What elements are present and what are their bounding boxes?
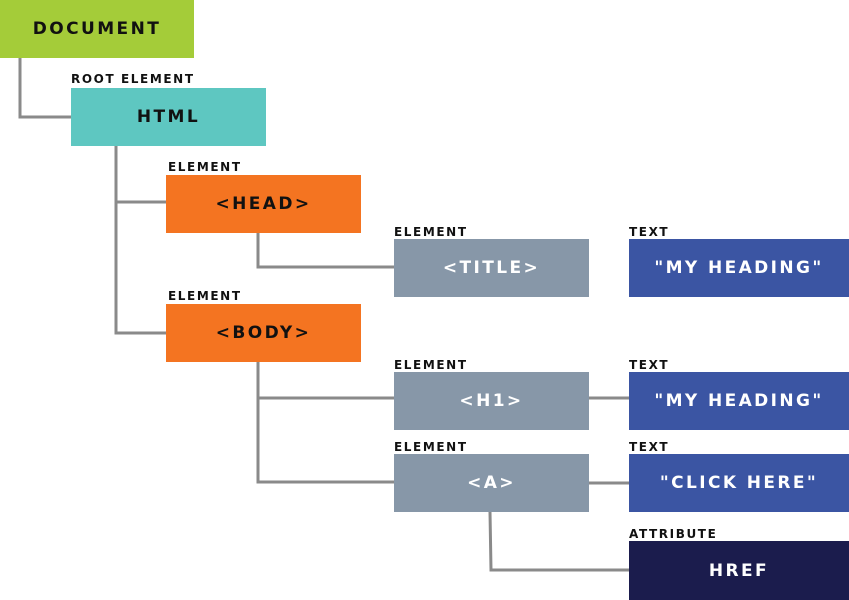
a-text-node: "CLICK HERE" xyxy=(629,454,849,512)
title-node-text: <TITLE> xyxy=(442,258,541,278)
connector-a-href xyxy=(488,511,629,572)
title-node: <TITLE> xyxy=(394,239,589,297)
connector-body-a xyxy=(256,396,394,484)
a-text-node-label: TEXT xyxy=(629,440,670,454)
href-node: HREF xyxy=(629,541,849,600)
document-node-text: DOCUMENT xyxy=(32,19,162,39)
connector-html-body xyxy=(114,200,166,335)
h1-node-label: ELEMENT xyxy=(394,358,468,372)
document-node: DOCUMENT xyxy=(0,0,194,58)
a-node: <A> xyxy=(394,454,589,512)
connector-html-head xyxy=(114,145,166,204)
title-text-node-text: "MY HEADING" xyxy=(654,258,824,278)
head-node-label: ELEMENT xyxy=(168,160,242,174)
body-node-text: <BODY> xyxy=(215,323,312,343)
h1-text-node-text: "MY HEADING" xyxy=(654,391,824,411)
h1-text-node: "MY HEADING" xyxy=(629,372,849,430)
h1-node-text: <H1> xyxy=(459,391,524,411)
connector-head-title xyxy=(256,232,394,269)
a-node-text: <A> xyxy=(467,473,516,493)
connector-document-html xyxy=(18,58,71,119)
connector-body-h1 xyxy=(256,362,394,400)
title-node-label: ELEMENT xyxy=(394,225,468,239)
a-node-label: ELEMENT xyxy=(394,440,468,454)
title-text-node-label: TEXT xyxy=(629,225,670,239)
html-node-text: HTML xyxy=(136,107,201,127)
title-text-node: "MY HEADING" xyxy=(629,239,849,297)
href-node-text: HREF xyxy=(708,560,770,581)
html-node: HTML xyxy=(71,88,266,146)
body-node-label: ELEMENT xyxy=(168,289,242,303)
h1-node: <H1> xyxy=(394,372,589,430)
head-node-text: <HEAD> xyxy=(215,194,312,214)
head-node: <HEAD> xyxy=(166,175,361,233)
html-node-label: ROOT ELEMENT xyxy=(71,72,195,86)
body-node: <BODY> xyxy=(166,304,361,362)
a-text-node-text: "CLICK HERE" xyxy=(659,473,819,493)
href-node-label: ATTRIBUTE xyxy=(629,527,718,541)
h1-text-node-label: TEXT xyxy=(629,358,670,372)
